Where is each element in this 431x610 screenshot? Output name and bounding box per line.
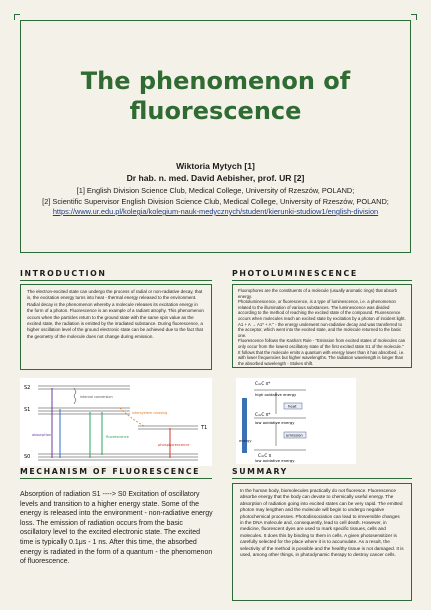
affiliation-1: [1] English Division Science Club, Medic… [76,186,355,195]
summary-heading: SUMMARY [232,467,288,476]
diagram-background [20,378,212,466]
s2-label: S2 [24,385,30,391]
affiliations: [1] English Division Science Club, Medic… [24,186,407,218]
corner-mark [14,14,20,20]
section-rule [20,280,212,282]
emission-box [283,431,307,439]
summary-text: In the human body, biomolecules practica… [240,488,404,558]
photo-p3: A1 + A → A1* + A " - the energy underwen… [238,321,402,338]
mechanism-body: Absorption of radiation S1 ----> S0 Exci… [20,490,214,567]
heat-box [283,402,303,410]
mid-state-label: C=C π* [255,412,270,417]
photoluminescence-heading: PHOTOLUMINESCENCE [232,269,358,278]
affiliation-2-text: [2] Scientific Supervisor English Divisi… [42,196,389,206]
top-state-label: C=C π* [255,381,270,386]
energy-levels [38,385,198,461]
photoluminescence-box: Fluorophores are the constituents of a m… [232,284,412,368]
introduction-box: The electron-excited state can undergo t… [20,284,212,370]
introduction-heading: INTRODUCTION [20,269,107,278]
author-1: Wiktoria Mytych [1] [176,161,255,171]
poster-title: The phenomenon of fluorescence [80,67,351,125]
photo-p5: It follows that the molecule emits a qua… [238,349,405,366]
corner-mark [411,14,417,20]
s0-label: S0 [24,454,30,460]
affiliation-2: [2] Scientific Supervisor English Divisi… [24,197,407,218]
jablonski-diagram: S2 S1 S0 T1 absorption fluorescence phos… [20,378,212,466]
energy-bar [242,398,247,453]
mechanism-heading: MECHANISM OF FLUORESCENCE [20,467,201,476]
section-rule [232,280,412,282]
heat-label: heat [288,404,297,409]
section-rule [232,478,412,480]
affiliation-link[interactable]: https://www.ur.edu.pl/kolegia/kolegium-n… [52,207,379,216]
diagram-background [236,378,356,464]
summary-box: In the human body, biomolecules practica… [232,483,412,601]
intersystem-arrow [119,407,145,427]
emission-label: emission [286,433,303,438]
header-frame [20,20,411,253]
author-2: Dr hab. n. med. David Aebisher, prof. UR… [126,173,305,183]
t1-label: T1 [200,425,207,431]
section-rule [20,478,212,480]
fluorescence-label: fluorescence [106,435,130,439]
phosphorescence-label: phosphorescence [158,443,190,447]
photo-p4: Fluorescence follows the Kasha's Rule - … [238,338,406,349]
bottom-energy-label: low oxidative energy [255,458,295,463]
authors: Wiktoria Mytych [1] Dr hab. n. med. Davi… [30,160,401,184]
mechanism-text: Absorption of radiation S1 ----> S0 Exci… [20,491,213,566]
bottom-state-label: C=C π [258,453,272,458]
energy-label: energy [239,439,252,443]
photo-p2: Photoluminescence, or fluorescence, is a… [238,299,406,321]
mid-energy-label: low oxidative energy [255,420,295,425]
introduction-text: The electron-excited state can undergo t… [27,289,204,339]
absorption-label: absorption [32,433,51,437]
intersystem-label: intersystem crossing [132,411,167,415]
s1-label: S1 [24,407,30,413]
internal-conversion-wave [73,387,77,405]
internal-conversion-label: internal conversion [80,395,113,399]
energy-state-diagram: C=C π* high oxidative energy heat C=C π*… [236,378,356,464]
photo-p1: Fluorophores are the constituents of a m… [238,288,398,299]
